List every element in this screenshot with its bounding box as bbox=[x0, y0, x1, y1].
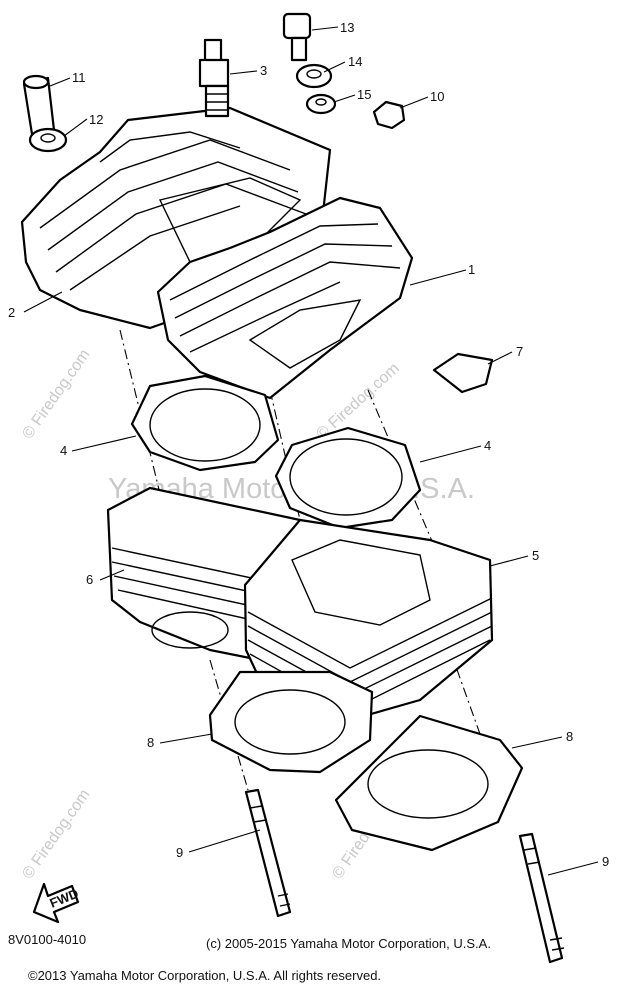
fwd-arrow-icon: FWD bbox=[32, 882, 81, 924]
collar-11 bbox=[22, 74, 56, 136]
washer-12 bbox=[28, 127, 68, 153]
head-gasket-right bbox=[274, 426, 422, 530]
callout-13: 13 bbox=[340, 20, 354, 35]
base-gasket-right bbox=[334, 714, 524, 852]
callout-4-left: 4 bbox=[60, 443, 67, 458]
callout-3: 3 bbox=[260, 63, 267, 78]
callout-14: 14 bbox=[348, 54, 362, 69]
callout-12: 12 bbox=[89, 112, 103, 127]
washer-14 bbox=[295, 63, 333, 89]
nut-10 bbox=[372, 100, 406, 130]
watermark-firedog-3: © Firedog.com bbox=[19, 786, 93, 882]
spark-plug bbox=[198, 38, 230, 118]
cylinder-head-right bbox=[156, 196, 414, 400]
stud-left bbox=[244, 788, 292, 918]
stud-right bbox=[518, 832, 565, 964]
callout-1: 1 bbox=[468, 262, 475, 277]
callout-10: 10 bbox=[430, 89, 444, 104]
callout-8-left: 8 bbox=[147, 735, 154, 750]
footer-copyright: ©2013 Yamaha Motor Corporation, U.S.A. A… bbox=[28, 968, 381, 983]
callout-7: 7 bbox=[516, 344, 523, 359]
leader-lines bbox=[23, 26, 599, 876]
head-gasket-left bbox=[130, 374, 280, 472]
bolt-13 bbox=[282, 12, 312, 62]
small-copyright: (c) 2005-2015 Yamaha Motor Corporation, … bbox=[206, 936, 491, 951]
cylinder-right bbox=[243, 518, 494, 722]
diagram-code: 8V0100-4010 bbox=[8, 932, 86, 947]
callout-8-right: 8 bbox=[566, 729, 573, 744]
callout-11: 11 bbox=[72, 70, 86, 85]
callout-9-left: 9 bbox=[176, 845, 183, 860]
callout-5: 5 bbox=[532, 548, 539, 563]
part-7-block bbox=[432, 352, 494, 394]
callout-9-right: 9 bbox=[602, 854, 609, 869]
callout-6: 6 bbox=[86, 572, 93, 587]
callout-4-right: 4 bbox=[484, 438, 491, 453]
base-gasket-left bbox=[208, 670, 374, 774]
callout-labels: 13 14 15 10 3 11 12 2 1 7 4 4 6 5 8 8 9 … bbox=[8, 20, 609, 869]
watermark-firedog-1: © Firedog.com bbox=[19, 346, 93, 442]
washer-15 bbox=[305, 93, 337, 115]
callout-15: 15 bbox=[357, 87, 371, 102]
callout-2: 2 bbox=[8, 305, 15, 320]
